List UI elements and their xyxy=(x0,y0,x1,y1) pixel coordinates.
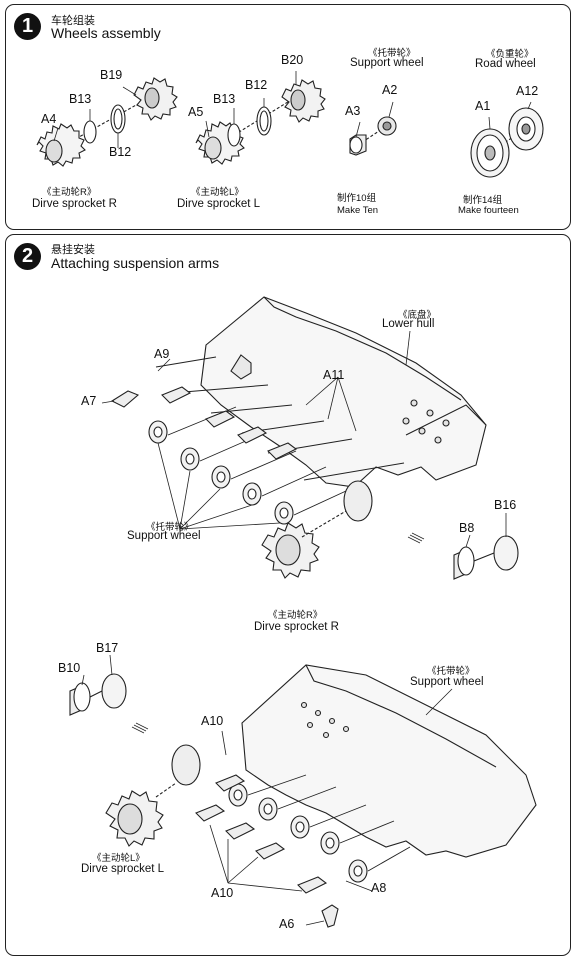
part-a11-label: A11 xyxy=(323,368,345,382)
sprocket-r-zh: 《主动轮R》 xyxy=(268,610,323,621)
road-wheel-header-zh: 《负重轮》 xyxy=(486,49,534,60)
support-make-en: Make Ten xyxy=(337,205,379,216)
step2-title-zh: 悬挂安装 xyxy=(51,244,95,256)
step2-panel: 2 悬挂安装 Attaching suspension arms xyxy=(5,234,571,956)
lower-hull-view xyxy=(69,664,537,928)
lower-hull-zh: 《底盘》 xyxy=(398,310,437,321)
sprocket-l-en: Dirve sprocket L xyxy=(81,863,165,875)
part-a9-label: A9 xyxy=(154,347,170,361)
step1-drawing xyxy=(36,71,544,178)
part-a7-label: A7 xyxy=(81,394,97,408)
part-b10-label: B10 xyxy=(58,661,81,675)
part-b20-label: B20 xyxy=(281,53,304,67)
part-a6-label: A6 xyxy=(279,917,295,931)
road-make-en: Make fourteen xyxy=(458,205,519,216)
sprocket-l-caption-en: Dirve sprocket L xyxy=(177,198,261,210)
part-a10-top-label: A10 xyxy=(201,714,224,728)
support-make-zh: 制作10组 xyxy=(337,193,377,204)
step2-drawing xyxy=(69,296,537,928)
road-make-zh: 制作14组 xyxy=(463,195,503,206)
part-b12-label: B12 xyxy=(109,145,132,159)
part-b13-label: B13 xyxy=(69,92,92,106)
sprocket-r-assembly xyxy=(36,77,178,167)
road-wheel-header-en: Road wheel xyxy=(475,58,536,70)
part-a8-label: A8 xyxy=(371,881,387,895)
sprocket-r-caption-en: Dirve sprocket R xyxy=(32,198,117,210)
part-b19-label: B19 xyxy=(100,68,123,82)
support-wheel-lower-zh: 《托带轮》 xyxy=(427,666,475,677)
support-wheel-lower-en: Support wheel xyxy=(410,676,484,688)
part-b8-label: B8 xyxy=(459,521,475,535)
step1-number-badge: 1 xyxy=(14,13,41,40)
part-a1-label: A1 xyxy=(475,99,491,113)
step1-title-en: Wheels assembly xyxy=(51,25,161,41)
sprocket-l-caption-zh: 《主动轮L》 xyxy=(191,187,244,198)
support-wheel-header-zh: 《托带轮》 xyxy=(368,48,416,59)
step1-title-zh: 车轮组装 xyxy=(51,15,95,27)
part-b16-label: B16 xyxy=(494,498,517,512)
road-wheel-assembly xyxy=(470,107,544,178)
part-b13-label-l: B13 xyxy=(213,92,236,106)
upper-hull-view xyxy=(110,296,519,580)
part-a3-label: A3 xyxy=(345,104,361,118)
step2-number-badge: 2 xyxy=(14,243,41,270)
support-wheel-assembly xyxy=(349,116,397,156)
part-a5-label: A5 xyxy=(188,105,204,119)
lower-hull-en: Lower hull xyxy=(382,318,435,330)
part-a12-label: A12 xyxy=(516,84,539,98)
sprocket-r-caption-zh: 《主动轮R》 xyxy=(42,187,97,198)
sprocket-l-zh: 《主动轮L》 xyxy=(92,853,145,864)
step1-panel: 1 车轮组装 Wheels assembly xyxy=(5,4,571,230)
part-b17-label: B17 xyxy=(96,641,119,655)
support-wheel-upper-zh: 《托带轮》 xyxy=(146,522,194,533)
step2-title-en: Attaching suspension arms xyxy=(51,255,220,271)
sprocket-r-en: Dirve sprocket R xyxy=(254,621,339,633)
part-a2-label: A2 xyxy=(382,83,398,97)
support-wheel-header-en: Support wheel xyxy=(350,57,424,69)
part-a10-bottom-label: A10 xyxy=(211,886,234,900)
part-a4-label: A4 xyxy=(41,112,57,126)
support-wheel-upper-en: Support wheel xyxy=(127,530,201,542)
part-b12-label-l: B12 xyxy=(245,78,268,92)
